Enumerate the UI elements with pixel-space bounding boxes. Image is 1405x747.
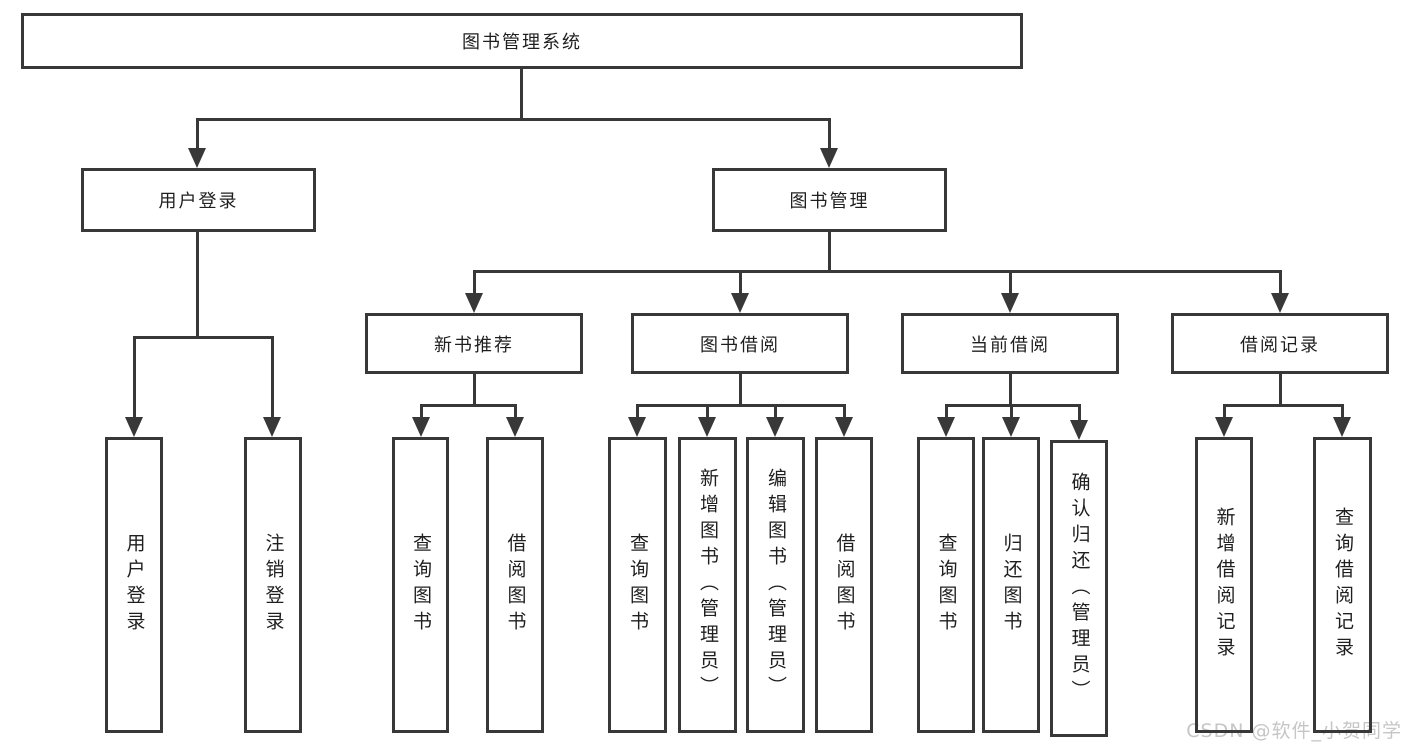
edge-root-stem [828, 118, 831, 150]
arrow-down-icon [506, 417, 524, 437]
edge-borrow-stem [706, 404, 709, 419]
edge-borrow-bar [636, 404, 846, 407]
arrow-down-icon [766, 417, 784, 437]
arrow-down-icon [731, 293, 749, 313]
node-label: 图书借阅 [700, 334, 780, 356]
edge-bookmgmt-trunk [828, 232, 831, 273]
arrow-down-icon [1271, 293, 1289, 313]
edge-borrow-stem [774, 404, 777, 419]
edge-records-bar [1223, 404, 1344, 407]
leaf-return-books: 归还图书 [982, 437, 1040, 733]
edge-userlogin-stem [271, 336, 274, 419]
node-label: 归还图书 [1000, 533, 1023, 637]
edge-newbook-trunk [473, 374, 476, 407]
arrow-down-icon [1002, 417, 1020, 437]
arrow-down-icon [835, 417, 853, 437]
leaf-edit-book-admin: 编辑图书（管理员） [746, 437, 805, 733]
node-label: 查询借阅记录 [1332, 507, 1354, 663]
node-label: 查询图书 [935, 533, 958, 637]
watermark: CSDN @软件_小贺同学 [1186, 720, 1402, 742]
node-label: 用户登录 [123, 533, 146, 637]
edge-current-stem [1078, 404, 1081, 422]
leaf-logout: 注销登录 [244, 437, 302, 733]
leaf-query-books-recommend: 查询图书 [392, 437, 449, 733]
node-label: 新增图书（管理员） [697, 468, 719, 702]
node-user-login: 用户登录 [81, 168, 316, 232]
edge-borrow-trunk [739, 374, 742, 407]
leaf-add-book-admin: 新增图书（管理员） [678, 437, 737, 733]
node-label: 查询图书 [627, 533, 649, 637]
leaf-borrow-books: 借阅图书 [815, 437, 873, 733]
edge-records-stem [1223, 404, 1226, 419]
edge-records-stem [1341, 404, 1344, 419]
node-label: 确认归还（管理员） [1068, 471, 1091, 706]
edge-current-trunk [1009, 374, 1012, 407]
arrow-down-icon [820, 148, 838, 168]
edge-current-stem [1010, 404, 1013, 419]
edge-bookmgmt-stem [739, 270, 742, 295]
arrow-down-icon [1215, 417, 1233, 437]
node-label: 当前借阅 [970, 334, 1050, 356]
edge-borrow-stem [636, 404, 639, 419]
node-label: 注销登录 [262, 533, 285, 637]
arrow-down-icon [1001, 293, 1019, 313]
leaf-user-login: 用户登录 [105, 437, 163, 733]
edge-root-stem [196, 118, 199, 150]
node-book-borrowing: 图书借阅 [631, 313, 849, 374]
arrow-down-icon [628, 417, 646, 437]
node-borrowing-records: 借阅记录 [1171, 313, 1389, 374]
arrow-down-icon [937, 417, 955, 437]
leaf-query-books-current: 查询图书 [917, 437, 975, 733]
node-label: 图书管理 [789, 191, 870, 212]
edge-records-trunk [1279, 374, 1282, 407]
arrow-down-icon [125, 417, 143, 437]
edge-current-stem [945, 404, 948, 419]
edge-newbook-stem [514, 404, 517, 419]
arrow-down-icon [1333, 417, 1351, 437]
edge-root-bar [196, 118, 831, 121]
leaf-confirm-return-admin: 确认归还（管理员） [1050, 440, 1108, 737]
arrow-down-icon [1070, 420, 1088, 440]
node-label: 新增借阅记录 [1213, 507, 1236, 663]
arrow-down-icon [263, 417, 281, 437]
arrow-down-icon [698, 417, 716, 437]
edge-current-bar [945, 404, 1081, 407]
edge-userlogin-bar [133, 336, 274, 339]
edge-bookmgmt-stem [473, 270, 476, 295]
leaf-query-borrow-record: 查询借阅记录 [1313, 437, 1372, 733]
edge-bookmgmt-stem [1279, 270, 1282, 295]
arrow-down-icon [412, 417, 430, 437]
node-label: 编辑图书（管理员） [765, 468, 787, 702]
node-new-book-recommend: 新书推荐 [365, 313, 583, 374]
edge-userlogin-trunk [196, 232, 199, 339]
arrow-down-icon [188, 148, 206, 168]
edge-newbook-bar [420, 404, 517, 407]
node-label: 借阅图书 [833, 533, 856, 637]
leaf-add-borrow-record: 新增借阅记录 [1195, 437, 1253, 733]
edge-root-trunk [520, 69, 523, 121]
edge-bookmgmt-stem [1009, 270, 1012, 295]
node-label: 借阅图书 [504, 533, 527, 637]
edge-userlogin-stem [133, 336, 136, 419]
node-book-management: 图书管理 [712, 168, 947, 232]
edge-bookmgmt-bar [473, 270, 1282, 273]
node-library-system: 图书管理系统 [21, 13, 1023, 69]
node-label: 图书管理系统 [462, 32, 582, 53]
node-label: 查询图书 [410, 533, 432, 637]
node-label: 新书推荐 [434, 334, 514, 356]
node-current-borrowing: 当前借阅 [901, 313, 1119, 374]
leaf-query-books-borrow: 查询图书 [608, 437, 667, 733]
node-label: 借阅记录 [1240, 334, 1320, 356]
edge-newbook-stem [420, 404, 423, 419]
edge-borrow-stem [843, 404, 846, 419]
leaf-borrow-books-recommend: 借阅图书 [486, 437, 544, 733]
arrow-down-icon [465, 293, 483, 313]
node-label: 用户登录 [158, 191, 239, 212]
